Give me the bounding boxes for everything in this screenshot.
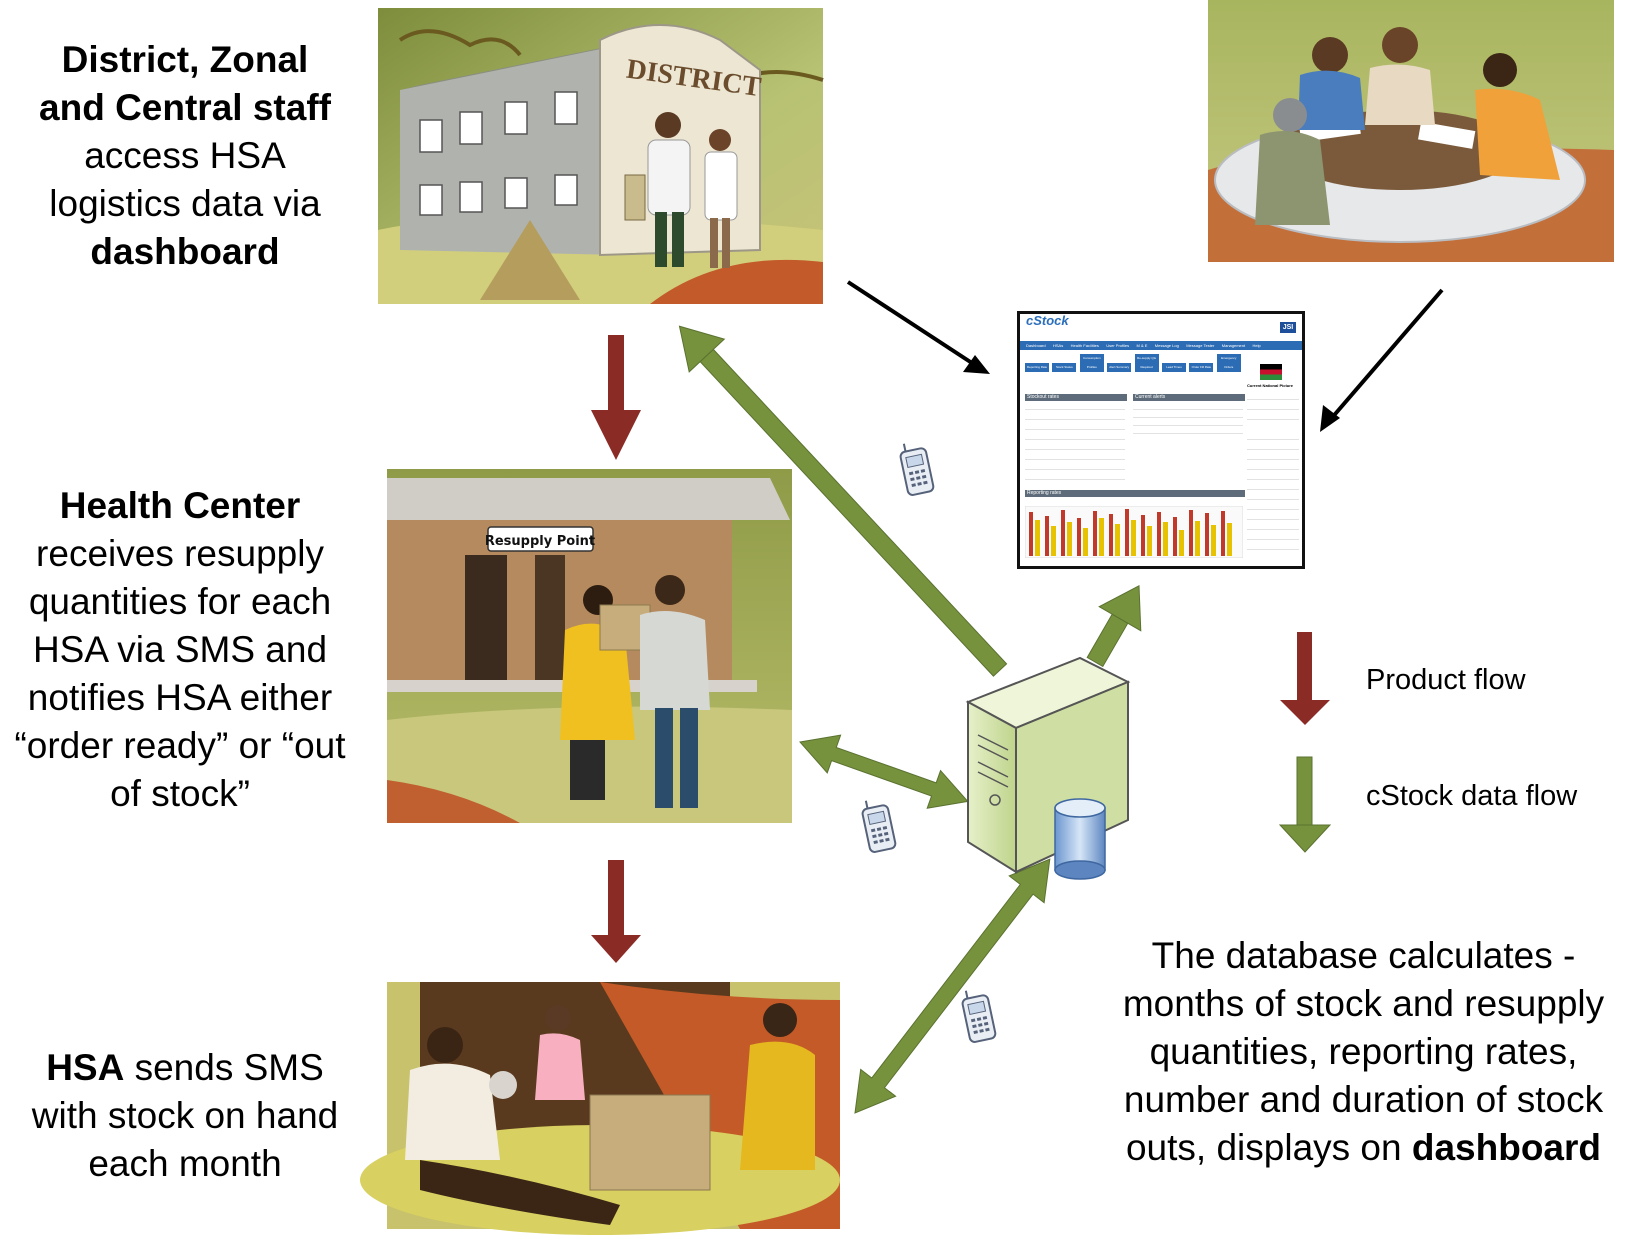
subnav-item: Emergency Orders <box>1216 354 1241 372</box>
cell-phone-icon <box>961 990 997 1043</box>
cstock-dashboard-screenshot: cStock JSI Dashboard HSAs Health Facilit… <box>1017 311 1305 569</box>
hsa-caption-line: sends SMS <box>124 1047 324 1088</box>
legend-product-flow-arrow <box>1280 632 1330 725</box>
product-flow-arrow-district-to-hc <box>591 335 641 460</box>
data-flow-arrow-server-to-district <box>678 325 1008 677</box>
subnav-item: Consumption Profiles <box>1079 354 1104 372</box>
panel-reporting-rates: Reporting rates <box>1025 490 1245 497</box>
district-caption-line: access HSA <box>84 135 286 176</box>
database-caption-line: months of stock and resupply <box>1122 983 1605 1024</box>
subnav-item: Stock Status <box>1052 363 1077 372</box>
subnav-item: Order Fill Rate <box>1189 363 1214 372</box>
nav-item: M & E <box>1136 343 1148 348</box>
health-center-caption-line: of stock” <box>110 773 250 814</box>
legend-data-flow-arrow <box>1278 756 1332 853</box>
server-icon <box>965 656 1131 880</box>
meeting-illustration <box>1208 0 1614 262</box>
subnav-item: Lead Times <box>1161 363 1186 372</box>
nav-item: Message Tester <box>1186 343 1215 348</box>
dashboard-subnav: Reporting Rate Stock Status Consumption … <box>1025 354 1243 372</box>
health-center-illustration: Resupply Point <box>387 469 792 823</box>
hsa-caption-bold: HSA <box>46 1047 125 1088</box>
data-flow-arrow-server-to-dashboard <box>1086 584 1142 668</box>
health-center-caption-line: Health Center <box>59 485 301 526</box>
subnav-item: Reporting Rate <box>1025 363 1049 372</box>
handover-people <box>560 575 710 808</box>
panel-national-picture: Current National Picture <box>1247 383 1294 388</box>
hsa-family-illustration <box>360 982 840 1235</box>
database-caption-line: The database calculates - <box>1151 935 1576 976</box>
health-center-caption-line: “order ready” or “out <box>14 725 346 766</box>
subnav-item: Alert Summary <box>1107 363 1132 372</box>
cstock-logo: cStock <box>1026 313 1069 328</box>
nav-item: Management <box>1221 343 1246 348</box>
database-caption-line: quantities, reporting rates, <box>1149 1031 1578 1072</box>
cell-phone-icon <box>899 443 935 496</box>
arrowhead-meeting-to-dashboard <box>1320 405 1340 432</box>
district-caption: District, Zonal and Central staff access… <box>0 36 370 276</box>
database-caption: The database calculates - months of stoc… <box>1095 932 1632 1172</box>
district-caption-line: and Central staff <box>39 87 331 128</box>
meeting-people <box>1255 27 1560 225</box>
dashboard-access-arrows <box>846 280 1444 432</box>
database-caption-line: number and duration of stock <box>1123 1079 1604 1120</box>
district-office-illustration: DISTRICT <box>378 8 824 304</box>
database-caption-line: outs, displays on <box>1125 1127 1412 1168</box>
hsa-caption-line: each month <box>88 1143 282 1184</box>
legend-product-flow-label: Product flow <box>1366 664 1526 696</box>
district-caption-line: logistics data via <box>49 183 321 224</box>
health-center-caption-line: notifies HSA either <box>27 677 333 718</box>
nav-item: Help <box>1252 343 1261 348</box>
nav-item: Dashboard <box>1026 343 1046 348</box>
resupply-point-sign: Resupply Point <box>485 534 595 549</box>
hsa-people <box>405 1003 815 1225</box>
district-caption-line: dashboard <box>90 231 280 272</box>
district-caption-line: District, Zonal <box>61 39 309 80</box>
reporting-rates-bars <box>1025 506 1243 558</box>
panel-current-alerts: Current alerts <box>1133 394 1245 401</box>
subnav-item: Re-supply Qts Required <box>1134 354 1159 372</box>
legend-data-flow-label: cStock data flow <box>1366 780 1578 812</box>
dashboard-nav: Dashboard HSAs Health Facilities User Pr… <box>1020 341 1302 350</box>
arrowhead-district-to-dashboard <box>963 355 990 374</box>
hsa-caption: HSA sends SMS with stock on hand each mo… <box>0 1044 370 1188</box>
doctor-figures <box>647 112 738 268</box>
hsa-caption-line: with stock on hand <box>31 1095 339 1136</box>
product-flow-arrow-hc-to-hsa <box>591 860 641 963</box>
database-icon <box>1054 798 1106 880</box>
database-caption-bold: dashboard <box>1411 1127 1602 1168</box>
panel-stockout-rates: Stockout rates <box>1025 394 1127 401</box>
flag-icon <box>1260 364 1282 380</box>
cell-phone-icon <box>861 800 897 853</box>
nav-item: User Profiles <box>1106 343 1130 348</box>
health-center-caption-line: receives resupply <box>36 533 324 574</box>
data-flow-arrows <box>678 325 1332 1114</box>
health-center-caption-line: HSA via SMS and <box>32 629 328 670</box>
health-center-caption-line: quantities for each <box>28 581 332 622</box>
nav-item: Message Log <box>1154 343 1179 348</box>
nav-item: HSAs <box>1052 343 1064 348</box>
jsi-badge: JSI <box>1280 322 1296 333</box>
health-center-caption: Health Center receives resupply quantiti… <box>0 482 360 818</box>
nav-item: Health Facilities <box>1070 343 1099 348</box>
data-flow-arrow-server-hsa-bidirectional <box>854 858 1051 1114</box>
product-flow-arrows <box>591 335 1330 963</box>
